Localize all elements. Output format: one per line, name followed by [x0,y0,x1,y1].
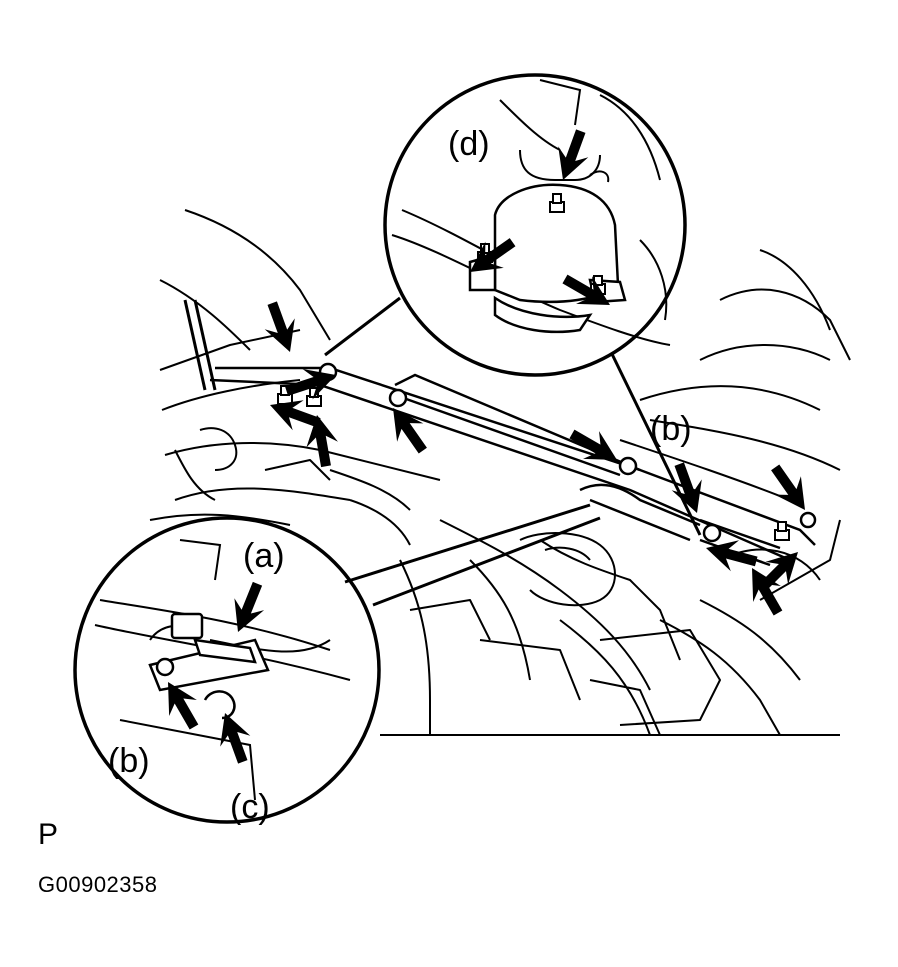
page-marker: P [38,818,59,851]
callout-d: (d) [448,125,490,163]
callout-b-bottom: (b) [108,742,150,780]
callout-c: (c) [230,788,270,826]
engine-bay-background [149,209,851,736]
callout-labels: (d) (b) (a) (b) (c) [108,125,692,826]
callout-a: (a) [243,537,285,575]
detail-circle-connector [73,503,601,824]
figure-id: G00902358 [38,872,158,897]
callout-b-top: (b) [650,410,692,448]
bolt-icon [277,385,790,541]
cowl-bracket [209,362,817,567]
wiper-motor [468,183,627,334]
connector-icon [148,612,270,720]
detail-circle-d [324,73,702,536]
